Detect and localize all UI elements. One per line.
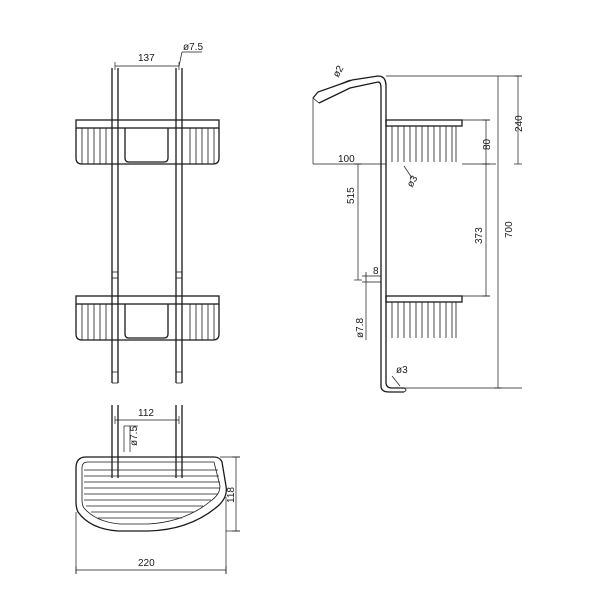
front-dia-75-label: ø7.5 bbox=[183, 42, 203, 53]
side-dia-3-bottom-label: ø3 bbox=[396, 365, 408, 376]
front-dim-137-label: 137 bbox=[138, 53, 155, 64]
side-dia-2-label: ø2 bbox=[331, 64, 347, 80]
side-dim-700-label: 700 bbox=[504, 221, 515, 238]
side-basket-bottom bbox=[385, 295, 463, 338]
side-view: ø2 100 515 ø3 373 80 240 700 8 ø7.8 ø3 bbox=[312, 64, 525, 393]
side-dimension-lines bbox=[312, 75, 522, 389]
front-basket-top bbox=[75, 119, 220, 165]
front-dim-137 bbox=[114, 51, 202, 70]
top-dim-112-label: 112 bbox=[138, 408, 154, 419]
top-dia-75-label: ø7.5 bbox=[129, 426, 140, 446]
front-basket-bottom bbox=[75, 295, 220, 341]
side-rod-profile bbox=[312, 75, 407, 393]
front-rods bbox=[111, 68, 183, 384]
side-dia-78-label: ø7.8 bbox=[355, 318, 366, 338]
side-dim-80-label: 80 bbox=[482, 138, 493, 150]
side-basket-top bbox=[385, 119, 463, 162]
side-dim-8-label: 8 bbox=[373, 266, 379, 277]
top-view: 112 ø7.5 118 220 bbox=[75, 405, 240, 574]
side-dia-3-label: ø3 bbox=[405, 174, 421, 190]
top-rods bbox=[111, 405, 183, 478]
side-dim-373-label: 373 bbox=[474, 227, 485, 244]
top-dimension-lines bbox=[75, 416, 240, 574]
top-basket bbox=[75, 456, 227, 532]
front-view: 137 ø7.5 bbox=[75, 42, 220, 384]
side-dim-100-label: 100 bbox=[338, 154, 355, 165]
top-depth-118-label: 118 bbox=[226, 487, 237, 503]
top-width-220-label: 220 bbox=[138, 558, 155, 569]
side-dim-240-label: 240 bbox=[514, 115, 525, 132]
side-dim-515-label: 515 bbox=[346, 187, 357, 204]
